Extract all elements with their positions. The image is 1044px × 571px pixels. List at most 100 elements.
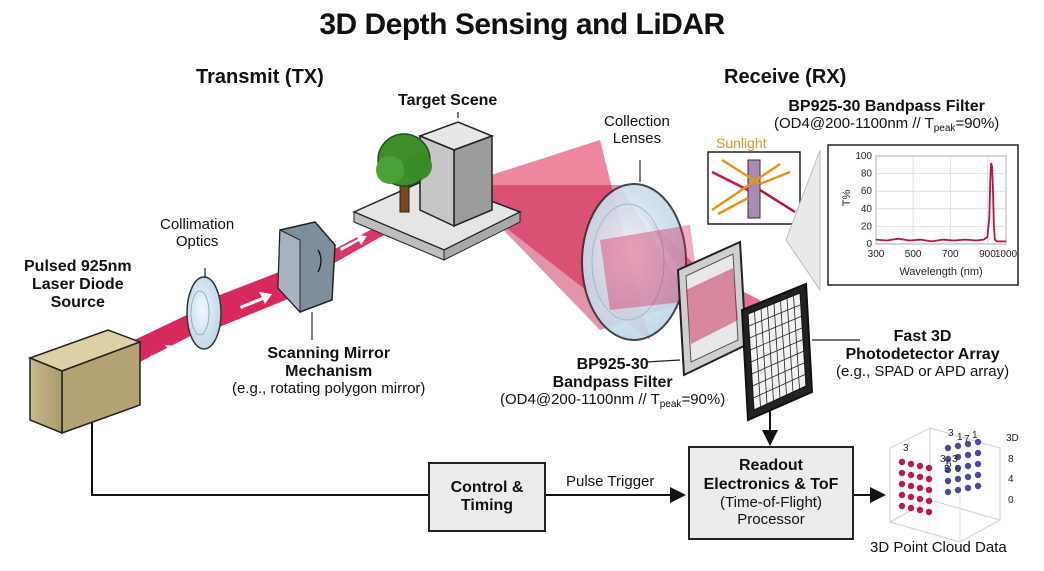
filter-label-spec: (OD4@200-1100nm // Tpeak=90%) — [500, 390, 726, 410]
filter-label-spec-pre: (OD4@200-1100nm // T — [500, 390, 660, 408]
point-cloud-point — [954, 486, 962, 494]
detector-grid-line — [752, 362, 805, 387]
filter-label-line-1: BP925-30 — [576, 356, 649, 373]
detector-grid-line — [780, 300, 787, 396]
point-cloud-point — [925, 464, 933, 472]
target-scene-label: Target Scene — [398, 92, 498, 109]
point-cloud-tick: 0 — [1008, 495, 1014, 506]
filter-spec-title: BP925-30 Bandpass Filter (OD4@200-1100nm… — [774, 98, 999, 134]
point-cloud-label: 5 — [944, 464, 950, 475]
chart-x-label: Wavelength (nm) — [899, 266, 982, 278]
scanning-line-3: (e.g., rotating polygon mirror) — [232, 379, 426, 397]
chart-x-tick-label: 900 — [979, 249, 996, 260]
point-cloud-point — [944, 444, 952, 452]
point-cloud-caption: 3D Point Cloud Data — [870, 539, 1007, 556]
collimation-label: Collimation Optics — [160, 216, 235, 251]
laser-line-2: Laser Diode — [32, 275, 124, 293]
point-cloud-point — [974, 438, 982, 446]
point-cloud-point — [974, 471, 982, 479]
point-cloud-point — [907, 504, 915, 512]
collimation-line-2: Optics — [175, 232, 219, 250]
point-cloud-point — [974, 460, 982, 468]
point-cloud-point — [944, 477, 952, 485]
detector-grid-line — [751, 350, 804, 375]
laser-source-box — [27, 329, 143, 435]
readout-line-2: Electronics & ToF — [703, 475, 839, 493]
target-scene — [352, 112, 522, 261]
bandpass-filter-label: BP925-30 Bandpass Filter (OD4@200-1100nm… — [500, 356, 725, 410]
laser-to-control-wire — [91, 405, 428, 496]
readout-electronics-box: Readout Electronics & ToF (Time-of-Fligh… — [688, 446, 854, 540]
scanning-mirror — [277, 221, 336, 340]
diagram-title: 3D Depth Sensing and LiDAR — [319, 8, 725, 41]
control-timing-box: Control & Timing — [428, 462, 546, 532]
point-cloud-point — [907, 482, 915, 490]
detector-grid-line — [793, 295, 800, 390]
point-cloud-plot: 3D 8 4 0 3 1 7 1 3 3 6 3 5 6 — [888, 427, 1019, 543]
readout-line-4: Processor — [737, 511, 805, 529]
chart-x-tick-label: 700 — [942, 249, 959, 260]
sunlight-label: Sunlight — [716, 135, 767, 151]
transmit-heading: Transmit (TX) — [196, 66, 324, 88]
laser-source-label: Pulsed 925nm Laser Diode Source — [24, 258, 132, 312]
point-cloud-point — [898, 458, 906, 466]
point-cloud-point — [964, 484, 972, 492]
point-cloud-point — [916, 473, 924, 481]
filter-spec-pre: (OD4@200-1100nm // T — [774, 114, 934, 132]
laser-line-3: Source — [50, 293, 105, 311]
control-line-2: Timing — [460, 497, 514, 514]
point-cloud-point — [898, 469, 906, 477]
point-cloud-label: 1 — [972, 430, 978, 441]
filter-spec-name: BP925-30 Bandpass Filter — [788, 98, 985, 115]
lenses-line-2: Lenses — [612, 129, 662, 147]
detector-line-3: (e.g., SPAD or APD array) — [836, 362, 1010, 380]
point-cloud-point — [898, 502, 906, 510]
receive-heading: Receive (RX) — [724, 66, 847, 88]
detector-line-1: Fast 3D — [893, 328, 952, 345]
filter-label-spec-post: =90%) — [681, 390, 726, 408]
chart-y-tick-label: 40 — [861, 204, 873, 215]
point-cloud-point — [954, 453, 962, 461]
readout-line-1: Readout — [739, 457, 803, 475]
chart-x-tick-label: 500 — [905, 249, 922, 260]
detector-grid-line — [750, 339, 804, 363]
zoom-callout — [785, 149, 821, 292]
scanning-line-1: Scanning Mirror — [267, 345, 391, 362]
point-cloud-point — [964, 462, 972, 470]
filter-spec-post: =90%) — [955, 114, 1000, 132]
chart-x-tick-label: 1000 — [995, 249, 1018, 260]
filter-label-line-2: Bandpass Filter — [552, 373, 673, 391]
lenses-line-1: Collection — [604, 113, 670, 130]
laser-line-1: Pulsed 925nm — [24, 258, 132, 275]
sunlight-inset — [707, 151, 801, 225]
detector-grid-line — [786, 298, 794, 393]
filter-label-spec-sub: peak — [659, 398, 682, 410]
chart-y-tick-label: 80 — [861, 169, 873, 180]
detector-label: Fast 3D Photodetector Array (e.g., SPAD … — [836, 328, 1009, 381]
detector-line-2: Photodetector Array — [845, 345, 1000, 363]
chart-frame — [827, 144, 1019, 286]
point-cloud-point — [925, 475, 933, 483]
point-cloud-point — [944, 455, 952, 463]
chart-y-tick-label: 20 — [861, 221, 873, 232]
chart-y-tick-label: 0 — [866, 239, 872, 250]
point-cloud-point — [944, 488, 952, 496]
collimation-lens — [186, 268, 222, 350]
point-cloud-label: 6 — [946, 459, 952, 470]
detector-grid-line — [753, 374, 806, 399]
point-cloud-point — [964, 440, 972, 448]
chart-y-label: T% — [841, 190, 853, 207]
point-cloud-tick: 4 — [1008, 474, 1014, 485]
collimation-line-1: Collimation — [160, 216, 235, 233]
point-cloud-axis-title: 3D — [1006, 433, 1019, 444]
scanning-line-2: Mechanism — [285, 362, 373, 380]
collection-lenses-label: Collection Lenses — [604, 113, 670, 148]
point-cloud-point — [907, 471, 915, 479]
point-cloud-point — [898, 480, 906, 488]
point-cloud-point — [907, 460, 915, 468]
point-cloud-label: 6 — [955, 464, 961, 475]
scanning-mirror-label: Scanning Mirror Mechanism (e.g., rotatin… — [232, 345, 425, 398]
